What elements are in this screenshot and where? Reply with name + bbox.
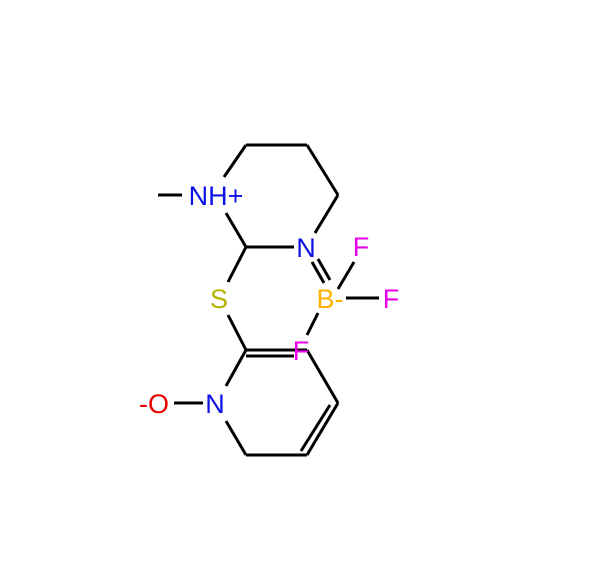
bond-s-c2py: [226, 314, 248, 351]
bond-npy-c2py: [224, 349, 248, 387]
atom-boron: B-: [317, 284, 344, 314]
bond-n-b-2: [316, 258, 332, 281]
atom-fluorine-left: F: [293, 336, 310, 366]
atom-pyridine-nitrogen: N: [205, 389, 225, 419]
atom-label-layer: NH+ N S B- F F F -O N: [139, 181, 399, 419]
bond-c6-npy: [224, 420, 248, 456]
bond-c4-n3: [313, 194, 340, 234]
atom-sulfur: S: [210, 284, 228, 314]
atom-ring-nitrogen: N: [296, 233, 316, 263]
bond-n-b-1: [310, 261, 326, 284]
bond-nh-c6: [222, 144, 248, 178]
bond-b-f-left: [305, 312, 320, 336]
atom-fluorine-top: F: [353, 232, 370, 262]
bond-layer: [158, 143, 379, 457]
atom-nh-plus: NH+: [189, 181, 244, 211]
bond-c4-c5-b: [299, 404, 332, 452]
bond-c2-s: [226, 246, 248, 283]
atom-oxide-oxygen: -O: [139, 389, 169, 419]
bond-c2-nh: [224, 212, 248, 248]
bond-c4-c5-a: [305, 402, 340, 456]
atom-fluorine-right: F: [383, 284, 400, 314]
bond-b-f-top: [336, 261, 356, 290]
bond-c5-c4: [305, 144, 340, 196]
bond-c3-c4: [305, 349, 340, 404]
